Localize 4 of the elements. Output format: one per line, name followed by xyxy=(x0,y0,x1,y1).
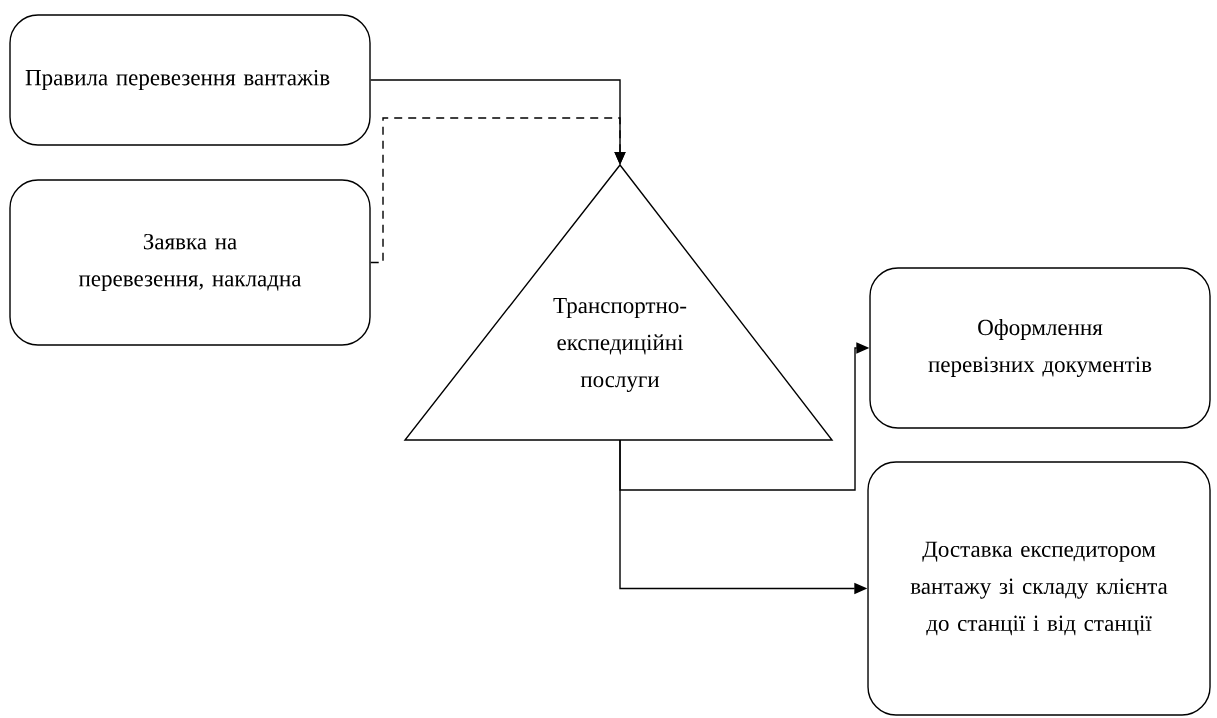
rounded-box: Правила перевезення вантажів xyxy=(9,14,371,146)
rounded-box: Заявка на перевезення, накладна xyxy=(9,179,371,346)
rounded-box: Доставка експедитором вантажу зі складу клієнта до станції і від станції xyxy=(867,461,1211,716)
rounded-box: Оформлення перевізних документів xyxy=(869,267,1211,429)
